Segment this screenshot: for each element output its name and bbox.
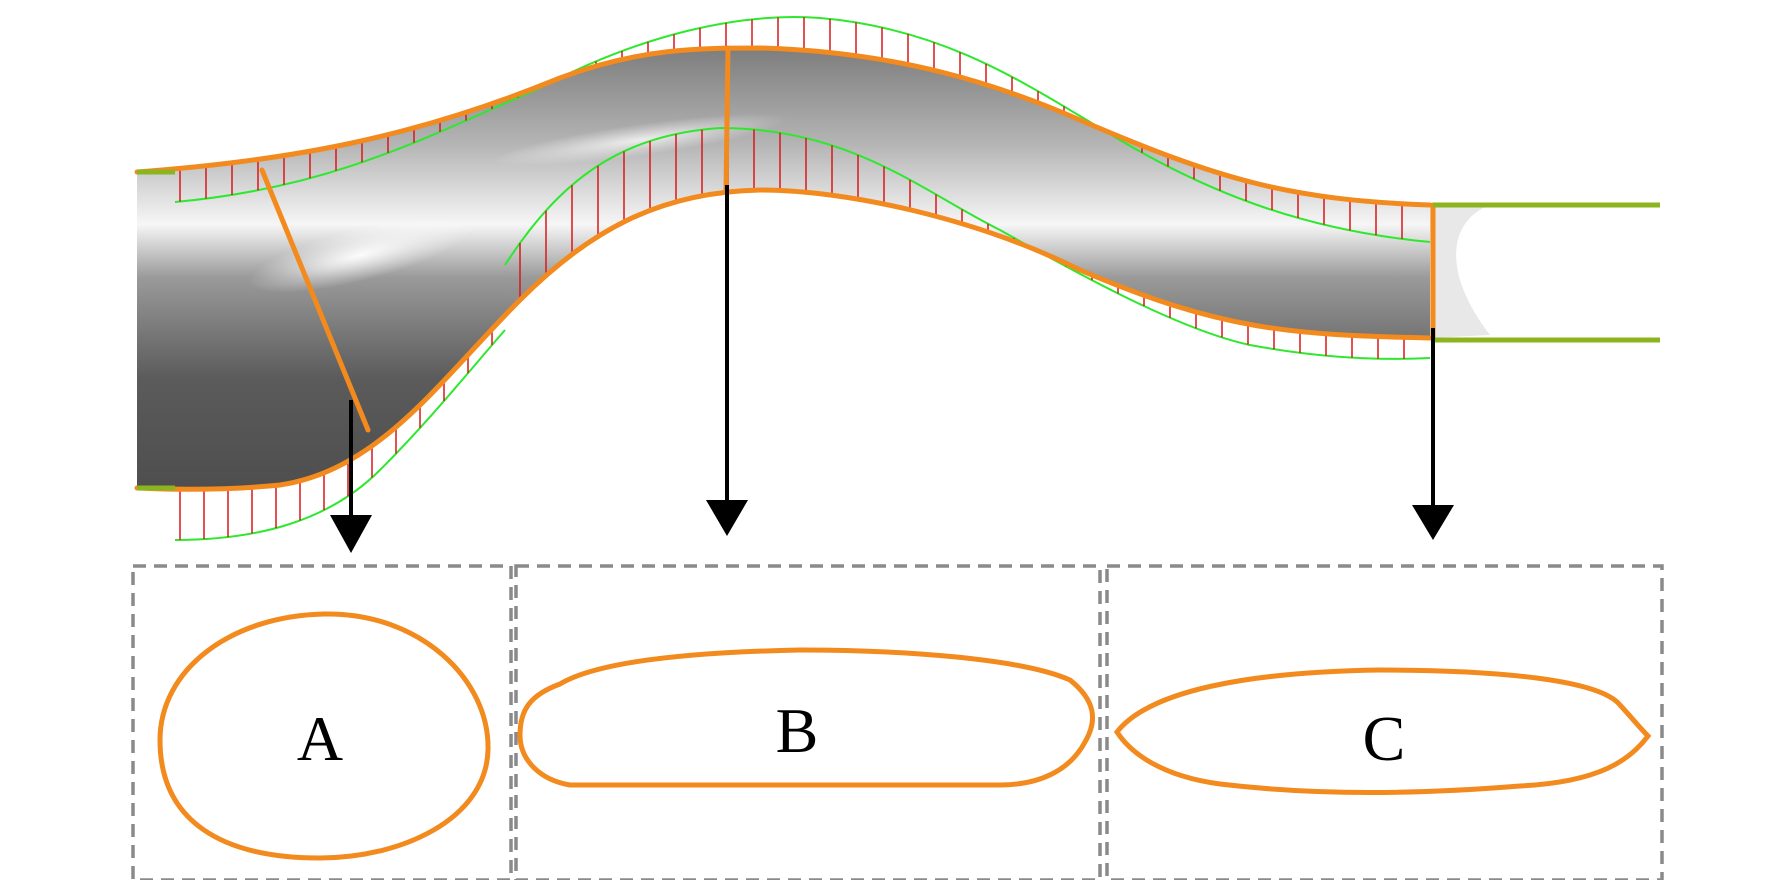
panel-a: A xyxy=(131,564,513,880)
section-c-label: C xyxy=(1363,703,1406,774)
section-b-label: B xyxy=(776,695,819,766)
section-a-shape xyxy=(157,611,491,861)
arrow-b xyxy=(706,185,748,536)
tube-highlight-upper xyxy=(491,113,789,167)
outlet-cutout xyxy=(1456,205,1600,338)
section-a-label: A xyxy=(297,703,343,774)
panel-a-box xyxy=(131,564,513,880)
outline-top xyxy=(134,45,1433,208)
tube-outline xyxy=(134,45,1436,492)
cross-section-panels: A B C xyxy=(131,564,1664,880)
guide-curve-top xyxy=(174,16,1431,243)
arrow-a xyxy=(330,400,372,553)
arrow-c xyxy=(1412,328,1454,540)
arrow-b-head xyxy=(706,500,748,536)
arrow-a-head xyxy=(330,515,372,553)
panel-c: C xyxy=(1105,564,1664,880)
section-line-a xyxy=(259,167,371,433)
panel-b-box xyxy=(514,564,1102,880)
section-arrows xyxy=(330,185,1454,553)
arrow-c-head xyxy=(1412,505,1454,540)
guide-curve-middle xyxy=(504,126,1431,360)
tube-surface xyxy=(137,48,1430,490)
panel-b: B xyxy=(514,564,1102,880)
tube-body xyxy=(137,48,1600,490)
outlet-extension xyxy=(1430,205,1490,338)
outline-bottom xyxy=(134,187,1433,492)
section-c-shape xyxy=(1113,667,1652,795)
section-b-shape xyxy=(517,647,1095,788)
panel-c-box xyxy=(1105,564,1664,880)
inlet-outlet-edges xyxy=(137,169,1660,491)
section-line-b xyxy=(723,45,731,193)
